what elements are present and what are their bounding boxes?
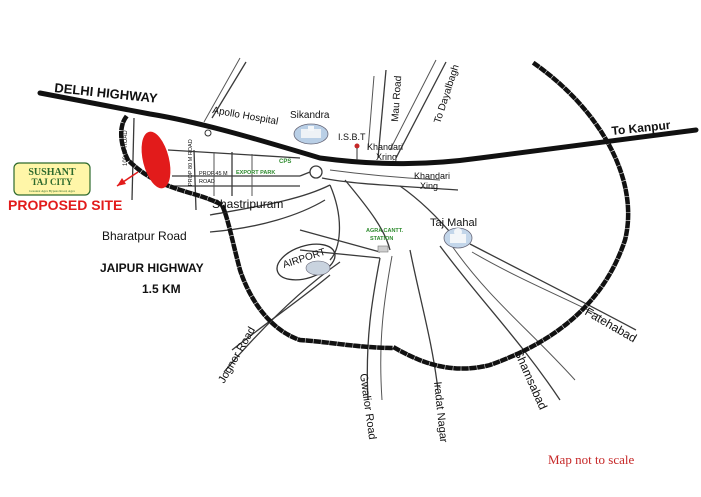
road-cps	[299, 171, 311, 177]
road-mau	[377, 69, 387, 159]
road-dayalbagh-b	[389, 59, 437, 151]
proposed-site-marker	[141, 131, 171, 189]
label-80m-road: PROP 80 M ROAD	[188, 139, 194, 186]
road-bharatpur	[209, 199, 326, 233]
label-gwalior-road: Gwalior Road	[357, 373, 378, 441]
isbt-marker	[354, 143, 360, 149]
label-taj-mahal: Taj Mahal	[430, 217, 477, 229]
label-jogner-road: Jogner Road	[216, 325, 258, 386]
label-delhi-highway: DELHI HIGHWAY	[54, 80, 159, 106]
label-khandari-xring: Khandari	[367, 142, 403, 152]
roundabout	[309, 165, 323, 179]
road-100m-line	[131, 117, 135, 201]
road-khandari-xing	[321, 177, 459, 191]
road-cantt	[344, 179, 391, 251]
road-jogner	[231, 274, 331, 351]
label-cps: CPS	[279, 159, 291, 165]
label-45m-road-b: ROAD	[199, 179, 215, 185]
airport-icon	[305, 260, 331, 276]
label-mau-road: Mau Road	[390, 75, 404, 122]
road-shamsabad-b	[451, 245, 576, 381]
agra-cantt-station-marker	[377, 245, 389, 253]
logo-line1: SUSHANT	[28, 167, 76, 178]
taj-mahal-icon	[443, 227, 473, 249]
label-100m-road: 100 M ROAD	[123, 130, 129, 166]
label-agra-cantt-station: STATION	[370, 236, 393, 242]
road-grid-top	[167, 149, 301, 159]
sushant-taj-city-logo: SUSHANT TAJ CITY Greatest Agra Bypass Ro…	[13, 162, 91, 196]
site-pointer-arrow	[117, 178, 126, 186]
label-shamsabad: Shamsabad	[511, 348, 550, 412]
minor-roads	[131, 57, 637, 401]
delhi-kanpur-highway	[37, 90, 699, 167]
road-shastripuram-s	[209, 184, 331, 216]
road-diag-2	[299, 249, 381, 259]
road-mau-b	[367, 75, 375, 151]
label-sikandra: Sikandra	[290, 110, 330, 121]
road-khandari-xing-b	[329, 169, 441, 181]
road-central-1	[329, 184, 341, 261]
road-shamsabad	[439, 245, 561, 401]
road-apollo-b	[203, 57, 241, 123]
label-fatehabad: Fatehabad	[583, 304, 640, 345]
label-bharatpur-road: Bharatpur Road	[102, 229, 187, 243]
label-khandari-xing-b: Xing	[420, 181, 438, 191]
road-diag-1	[299, 229, 381, 253]
label-export-park: EXPORT PARK	[236, 170, 275, 176]
ring-road	[119, 60, 631, 371]
label-proposed-site: PROPOSED SITE	[8, 197, 122, 213]
label-to-dayalbagh: To Dayalbagh	[432, 63, 461, 125]
sikandra-monument-icon	[293, 123, 329, 145]
road-apollo	[211, 61, 247, 119]
road-fatehabad	[469, 243, 637, 331]
label-apollo-hospital: Apollo Hospital	[211, 105, 279, 127]
road-dayalbagh	[395, 61, 447, 159]
map-scale-note: Map not to scale	[548, 452, 635, 467]
road-iradat	[409, 249, 439, 391]
label-isbt: I.S.B.T	[338, 132, 366, 142]
label-to-kanpur: To Kanpur	[611, 118, 672, 138]
label-45m-road: PROP.45 M	[199, 171, 228, 177]
label-iradat-nagar: Iradat Nagar	[431, 381, 449, 443]
apollo-hospital-marker	[204, 129, 212, 137]
logo-line2: TAJ CITY	[31, 177, 73, 187]
road-gwalior	[366, 257, 381, 401]
label-jaipur-distance: 1.5 KM	[142, 282, 181, 296]
label-khandari-xing: Khandari	[414, 171, 450, 181]
label-agra-cantt: AGRA CANTT.	[366, 228, 404, 234]
airport-oval	[276, 243, 336, 281]
logo-tagline: Greatest Agra Bypass Road, Agra	[29, 189, 75, 194]
label-shastripuram: Shastripuram	[212, 197, 283, 211]
road-gwalior-b	[380, 255, 393, 401]
road-80m	[193, 149, 197, 211]
road-to-taj	[399, 185, 456, 239]
label-jaipur-highway: JAIPUR HIGHWAY	[100, 261, 204, 275]
label-khandari-xring-b: Xring	[376, 152, 397, 162]
road-fatehabad-b	[471, 251, 601, 317]
